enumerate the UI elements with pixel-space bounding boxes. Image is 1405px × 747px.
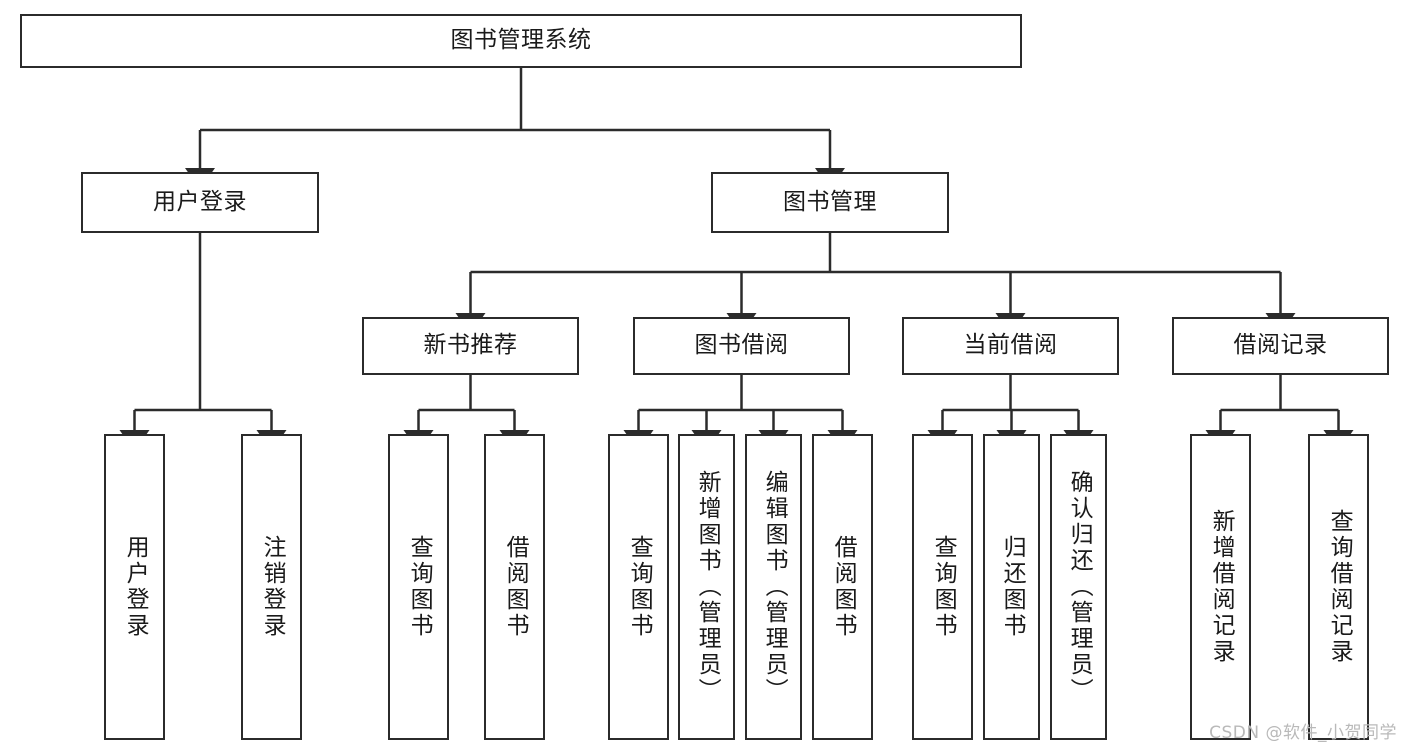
- node-l4_4[interactable]: 查询图书: [608, 434, 669, 740]
- node-label: 用户登录: [122, 535, 149, 639]
- watermark-text: CSDN @软件_小贺同学: [1209, 723, 1397, 743]
- node-label: 新书推荐: [423, 332, 518, 359]
- node-label: 图书管理: [783, 188, 877, 215]
- node-label: 编辑图书（管理员）: [761, 470, 788, 704]
- node-label: 图书管理系统: [450, 27, 592, 54]
- node-l4_12[interactable]: 查询借阅记录: [1308, 434, 1369, 740]
- node-label: 查询图书: [626, 535, 653, 639]
- node-label: 归还图书: [999, 535, 1026, 639]
- node-l4_0[interactable]: 用户登录: [104, 434, 165, 740]
- node-l4_6[interactable]: 编辑图书（管理员）: [745, 434, 802, 740]
- node-label: 新增借阅记录: [1208, 509, 1235, 665]
- node-label: 查询借阅记录: [1326, 509, 1353, 665]
- node-label: 确认归还（管理员）: [1066, 470, 1093, 704]
- node-l3_3[interactable]: 借阅记录: [1172, 317, 1389, 375]
- node-l3_0[interactable]: 新书推荐: [362, 317, 579, 375]
- node-l4_3[interactable]: 借阅图书: [484, 434, 545, 740]
- node-l4_2[interactable]: 查询图书: [388, 434, 449, 740]
- node-l2_1[interactable]: 图书管理: [711, 172, 949, 233]
- node-label: 用户登录: [153, 188, 247, 215]
- node-l3_1[interactable]: 图书借阅: [633, 317, 850, 375]
- node-l4_7[interactable]: 借阅图书: [812, 434, 873, 740]
- node-label: 借阅记录: [1233, 332, 1328, 359]
- node-l2_0[interactable]: 用户登录: [81, 172, 319, 233]
- node-label: 当前借阅: [963, 332, 1058, 359]
- node-l4_9[interactable]: 归还图书: [983, 434, 1040, 740]
- node-l4_10[interactable]: 确认归还（管理员）: [1050, 434, 1107, 740]
- node-l4_1[interactable]: 注销登录: [241, 434, 302, 740]
- node-l3_2[interactable]: 当前借阅: [902, 317, 1119, 375]
- node-label: 图书借阅: [694, 332, 789, 359]
- node-root[interactable]: 图书管理系统: [20, 14, 1022, 68]
- node-l4_8[interactable]: 查询图书: [912, 434, 973, 740]
- node-label: 借阅图书: [830, 535, 857, 639]
- node-label: 注销登录: [259, 535, 286, 639]
- node-label: 借阅图书: [502, 535, 529, 639]
- node-label: 新增图书（管理员）: [694, 470, 721, 704]
- node-label: 查询图书: [930, 535, 957, 639]
- node-l4_5[interactable]: 新增图书（管理员）: [678, 434, 735, 740]
- node-l4_11[interactable]: 新增借阅记录: [1190, 434, 1251, 740]
- node-label: 查询图书: [406, 535, 433, 639]
